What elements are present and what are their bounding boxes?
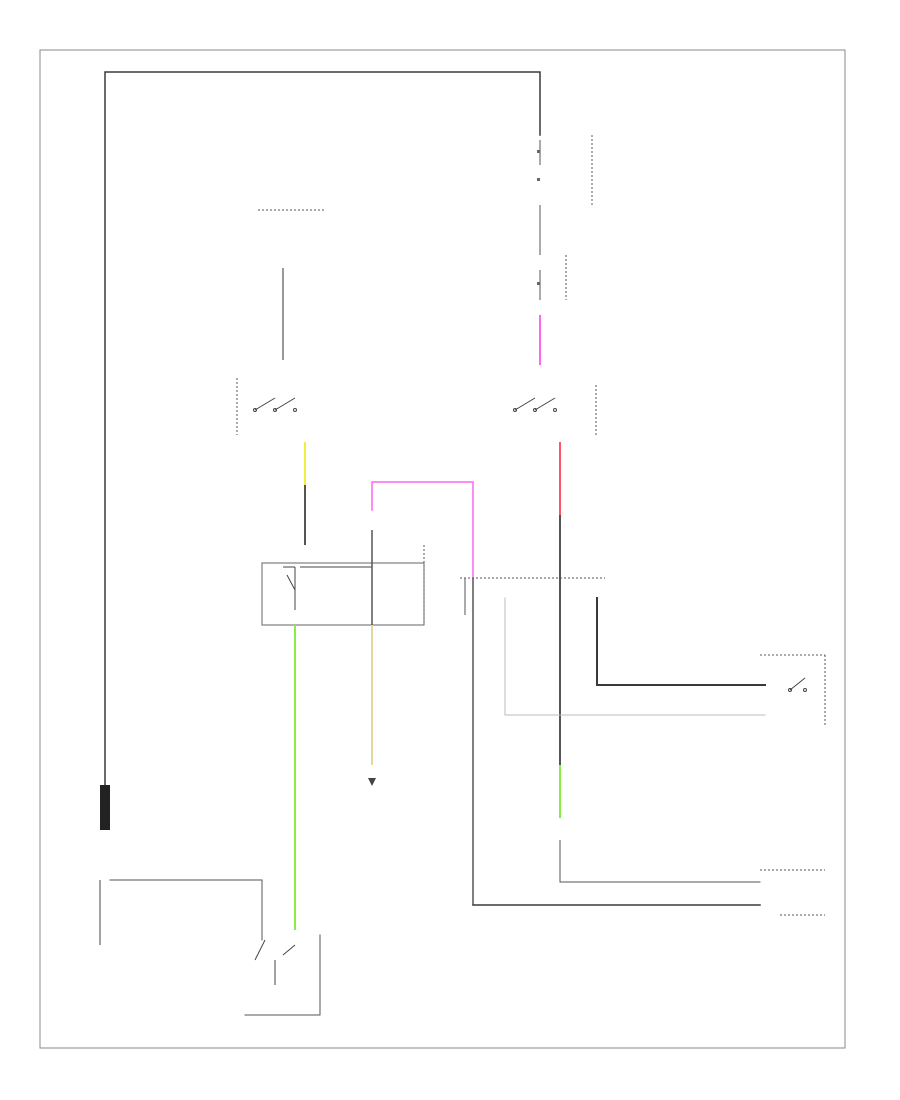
battery-symbol [100,785,110,830]
fuse-symbols [537,150,540,285]
ground-arrow [368,778,376,786]
left-switch-icon [253,397,297,412]
relay-box [261,562,425,626]
wire-battery-to-starter [109,879,263,941]
wire-black-right [596,597,766,686]
starter-relay-icon [254,939,296,985]
wire-main-feed [104,71,541,791]
relay-contact-icon [283,566,372,610]
right-switch-icon [513,397,557,412]
wire-gray-thin [504,597,766,716]
wire-starter-loop [244,934,321,1016]
right-module-switch-icon [788,677,807,692]
diagram-frame [39,49,846,1049]
wire-pink-loop [371,481,474,579]
